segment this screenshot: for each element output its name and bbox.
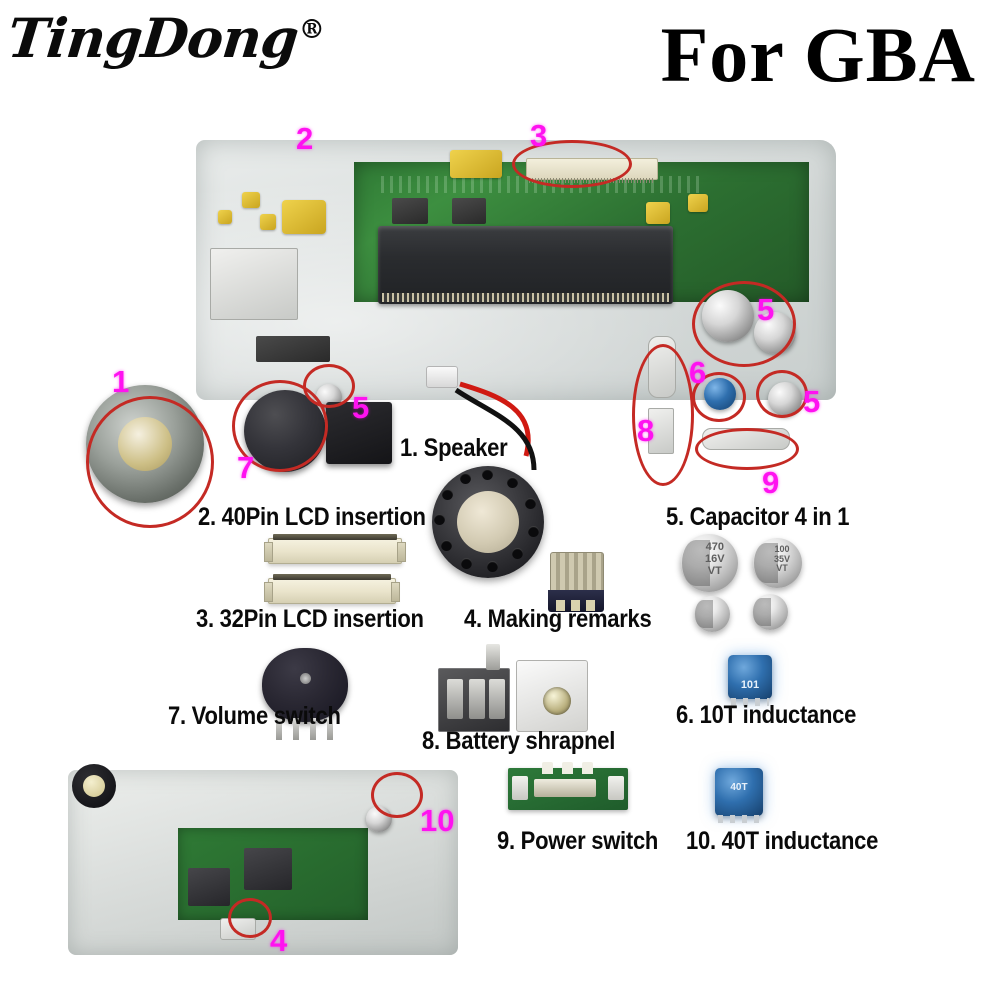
callout-3: 3 bbox=[530, 118, 548, 153]
fpc-latch bbox=[273, 534, 397, 540]
label-battery-shrapnel: 8. Battery shrapnel bbox=[422, 727, 616, 755]
inductor-legs bbox=[730, 698, 770, 706]
part-making-remarks bbox=[548, 552, 604, 614]
capacitor-crescent bbox=[753, 597, 771, 627]
speaker-driver bbox=[432, 466, 544, 578]
power-switch-tooth bbox=[562, 762, 573, 774]
callout-9: 9 bbox=[762, 465, 780, 500]
annotation-ellipse-9 bbox=[695, 428, 799, 470]
power-switch-pad bbox=[608, 776, 624, 800]
capacitor-crescent bbox=[682, 539, 711, 587]
label-40pin-lcd: 2. 40Pin LCD insertion bbox=[198, 503, 426, 531]
part-10t-inductance: 101 bbox=[728, 655, 772, 706]
power-switch-tooth bbox=[582, 762, 593, 774]
inductor-code: 40T bbox=[730, 782, 748, 793]
label-capacitor-4in1: 5. Capacitor 4 in 1 bbox=[666, 503, 850, 531]
annotation-ellipse-5c bbox=[756, 370, 808, 418]
part-battery-shrapnel bbox=[438, 644, 588, 734]
capacitor-small-2 bbox=[752, 594, 788, 630]
remark-base bbox=[548, 590, 604, 612]
gold-pad bbox=[260, 214, 276, 230]
callout-2: 2 bbox=[296, 121, 314, 156]
ic-chip bbox=[449, 198, 489, 224]
speaker-cone bbox=[456, 490, 520, 554]
capacitor-crescent bbox=[754, 543, 778, 583]
part-40pin-lcd-connector bbox=[264, 534, 406, 564]
ic-chip bbox=[253, 336, 333, 362]
annotation-ellipse-7 bbox=[232, 380, 328, 472]
capacitor-100uf: 100 35V VT bbox=[752, 538, 802, 588]
callout-1: 1 bbox=[112, 364, 130, 399]
rear-cpu-chip bbox=[244, 848, 292, 890]
callout-5c: 5 bbox=[803, 384, 821, 419]
gold-pad bbox=[218, 210, 232, 224]
annotation-ellipse-5b bbox=[692, 281, 796, 367]
part-speaker bbox=[426, 366, 544, 578]
inductor-code: 101 bbox=[740, 679, 760, 691]
capacitor-marking: 100 35V VT bbox=[773, 544, 790, 574]
callout-7: 7 bbox=[237, 450, 255, 485]
page-title: For GBA bbox=[660, 11, 976, 98]
part-volume-switch bbox=[262, 648, 348, 740]
annotation-ellipse-5a bbox=[303, 364, 355, 408]
annotation-ellipse-1 bbox=[86, 396, 214, 528]
gold-pad bbox=[242, 192, 260, 208]
callout-4: 4 bbox=[270, 923, 288, 958]
callout-6: 6 bbox=[689, 355, 707, 390]
gold-pad-header bbox=[450, 150, 502, 178]
power-switch-pad bbox=[512, 776, 528, 800]
label-32pin-lcd: 3. 32Pin LCD insertion bbox=[196, 605, 424, 633]
capacitor-marking: 470 16V VT bbox=[704, 541, 725, 577]
brand-name: TingDong bbox=[4, 6, 301, 70]
annotation-ellipse-6 bbox=[692, 372, 746, 422]
annotation-ellipse-3 bbox=[512, 140, 632, 188]
fpc-latch bbox=[273, 574, 391, 580]
shrapnel-tab bbox=[486, 644, 500, 670]
metal-shield bbox=[210, 248, 298, 320]
cartridge-slot bbox=[378, 226, 673, 304]
brand-logo: TingDong® bbox=[5, 6, 326, 70]
capacitor-small-1 bbox=[694, 596, 730, 632]
callout-10: 10 bbox=[420, 803, 455, 838]
part-power-switch bbox=[508, 762, 628, 810]
headphone-jack-on-board bbox=[326, 402, 392, 464]
callout-5a: 5 bbox=[352, 390, 370, 425]
shrapnel-bracket bbox=[516, 660, 588, 732]
label-power-switch: 9. Power switch bbox=[497, 827, 659, 855]
speaker-wires bbox=[454, 381, 537, 471]
label-volume-switch: 7. Volume switch bbox=[168, 702, 341, 730]
remark-shield bbox=[550, 552, 604, 594]
speaker-connector bbox=[426, 366, 458, 388]
volume-knob bbox=[262, 648, 348, 722]
label-10t-inductance: 6. 10T inductance bbox=[676, 701, 857, 729]
part-32pin-lcd-connector bbox=[264, 574, 400, 604]
inductor-legs bbox=[717, 815, 761, 823]
callout-5b: 5 bbox=[757, 292, 775, 327]
ic-chip bbox=[389, 198, 431, 224]
gold-pad bbox=[688, 194, 708, 212]
rear-speaker bbox=[72, 764, 116, 808]
rear-ram-chip bbox=[188, 868, 230, 906]
annotation-ellipse-10 bbox=[371, 772, 423, 818]
shrapnel-contact-block bbox=[438, 668, 510, 732]
power-switch-slider bbox=[534, 779, 596, 797]
gold-pad-large bbox=[282, 200, 326, 234]
label-making-remarks: 4. Making remarks bbox=[464, 605, 652, 633]
volume-pins bbox=[276, 718, 334, 740]
speaker-holes bbox=[432, 466, 544, 578]
annotation-ellipse-4 bbox=[228, 898, 272, 938]
label-speaker: 1. Speaker bbox=[400, 434, 508, 462]
part-40t-inductance: 40T bbox=[715, 768, 763, 823]
capacitor-470uf: 470 16V VT bbox=[680, 534, 738, 592]
main-motherboard-photo bbox=[86, 140, 836, 503]
registered-trademark-icon: ® bbox=[298, 15, 324, 45]
capacitor-crescent bbox=[695, 599, 713, 629]
gold-pad bbox=[646, 202, 670, 224]
annotation-ellipse-8 bbox=[632, 344, 694, 486]
power-switch-tooth bbox=[542, 762, 553, 774]
callout-8: 8 bbox=[637, 413, 655, 448]
label-40t-inductance: 10. 40T inductance bbox=[686, 827, 879, 855]
